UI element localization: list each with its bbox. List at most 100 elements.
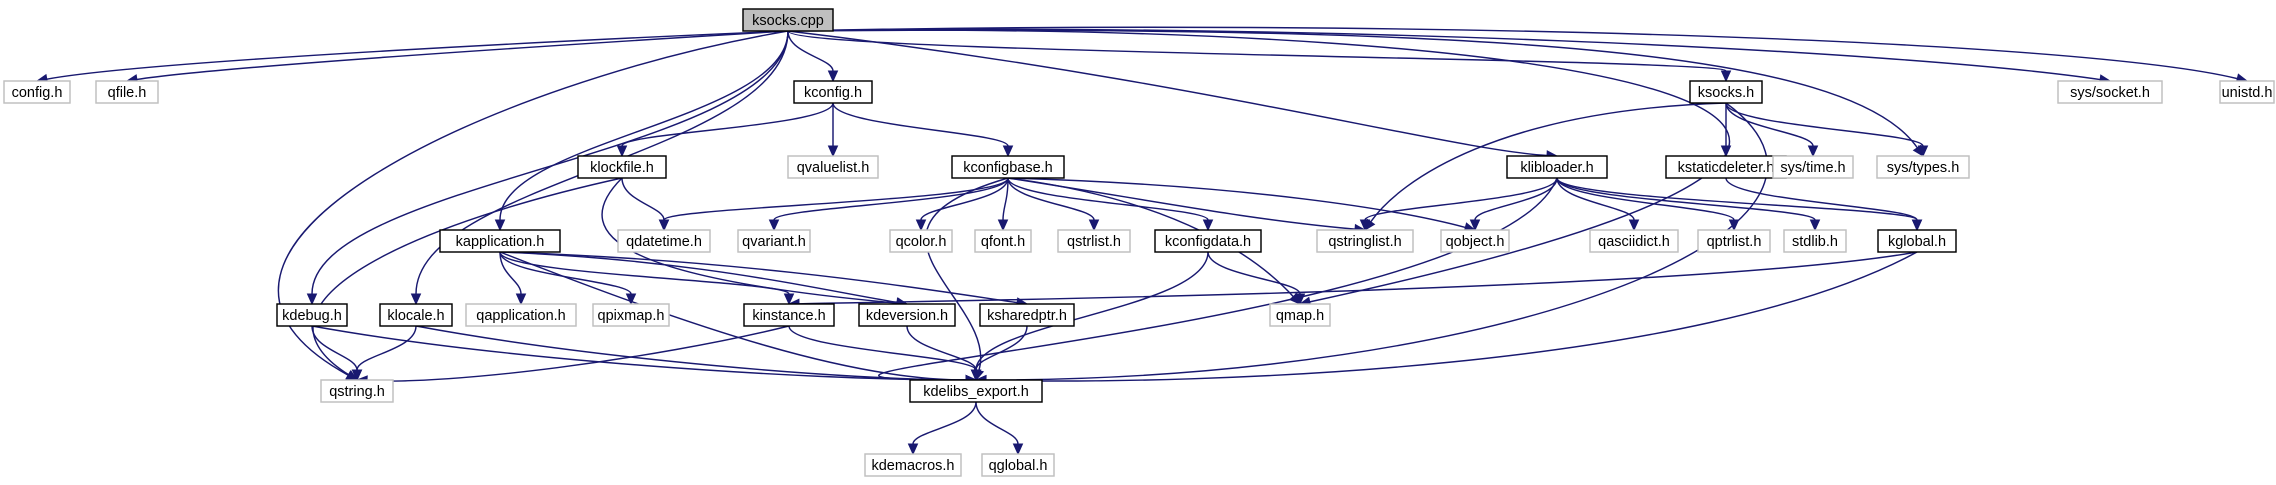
edge-kglobal_h-to-kinstance_h [798, 251, 1918, 305]
node-kinstance-h[interactable]: kinstance.h [743, 303, 835, 327]
node-box [1589, 229, 1679, 253]
node-qfile-h: qfile.h [95, 80, 159, 104]
node-kstaticdeleter-h[interactable]: kstaticdeleter.h [1665, 155, 1787, 179]
node-qglobal-h: qglobal.h [981, 453, 1055, 477]
edge-kdebug_h-to-kdelibs_export_h [311, 325, 967, 381]
edge-klibloader_h-to-stdlib_h [1556, 177, 1816, 221]
node-label: ksharedptr.h [987, 308, 1067, 324]
edge-ksocks_cpp-to-sys_socket_h [787, 28, 2101, 81]
arrowhead-kstaticdeleter_h-to-kglobal_h [1911, 219, 1923, 232]
node-label: qstrlist.h [1067, 234, 1121, 250]
node-qstringlist-h: qstringlist.h [1316, 229, 1414, 253]
node-label: sys/socket.h [2070, 85, 2150, 101]
arrowhead-klibloader_h-to-qstringlist_h [1359, 219, 1371, 232]
node-qvaluelist-h: qvaluelist.h [787, 155, 879, 179]
node-box [2057, 80, 2163, 104]
edge-kconfigbase_h-to-qobject_h [1007, 177, 1466, 229]
node-kdelibs-export-h[interactable]: kdelibs_export.h [909, 379, 1043, 403]
node-sys-types-h: sys/types.h [1876, 155, 1970, 179]
edge-kinstance_h-to-qstring_h [366, 325, 790, 382]
arrowhead-kconfigbase_h-to-qfont_h [997, 219, 1009, 232]
node-qobject-h: qobject.h [1440, 229, 1510, 253]
edge-klibloader_h-to-qstringlist_h [1364, 177, 1558, 221]
node-klibloader-h[interactable]: klibloader.h [1506, 155, 1608, 179]
edge-kconfigbase_h-to-kconfigdata_h [1007, 177, 1209, 221]
edge-klockfile_h-to-kdeversion_h [601, 177, 898, 304]
edge-ksocks_cpp-to-klibloader_h [787, 30, 1548, 157]
node-label: qglobal.h [989, 458, 1048, 474]
node-box [1697, 229, 1771, 253]
node-label: kconfigdata.h [1165, 234, 1251, 250]
node-klockfile-h[interactable]: klockfile.h [577, 155, 667, 179]
node-qstrlist-h: qstrlist.h [1057, 229, 1131, 253]
node-qapplication-h: qapplication.h [465, 303, 577, 327]
arrowhead-kapplication_h-to-kinstance_h [783, 293, 795, 306]
node-kconfigdata-h[interactable]: kconfigdata.h [1154, 229, 1262, 253]
node-kdemacros-h: kdemacros.h [864, 453, 962, 477]
node-label: qdatetime.h [626, 234, 702, 250]
edge-ksharedptr_h-to-kdelibs_export_h [975, 325, 1028, 371]
node-label: klibloader.h [1520, 160, 1593, 176]
edge-kdelibs_export_h-to-kdemacros_h [912, 401, 977, 445]
edge-ksocks_h-to-qstringlist_h [1370, 102, 1727, 223]
arrowhead-kconfigbase_h-to-qdatetime_h [658, 219, 670, 232]
node-kconfig-h[interactable]: kconfig.h [793, 80, 873, 104]
node-box [276, 303, 348, 327]
node-box [889, 229, 953, 253]
edge-kconfigbase_h-to-qfont_h [1002, 177, 1009, 221]
edge-ksocks_cpp-to-config_h [46, 30, 789, 80]
node-box [1783, 229, 1847, 253]
arrowhead-kconfigbase_h-to-qstrlist_h [1088, 219, 1100, 232]
edge-kconfigdata_h-to-kdelibs_export_h [975, 251, 1209, 371]
node-box [743, 303, 835, 327]
edge-kdelibs_export_h-to-qglobal_h [975, 401, 1019, 445]
node-label: kapplication.h [456, 234, 545, 250]
node-sys-socket-h: sys/socket.h [2057, 80, 2163, 104]
edge-ksocks_cpp-to-kdebug_h [311, 30, 789, 295]
node-kconfigbase-h[interactable]: kconfigbase.h [951, 155, 1065, 179]
edge-kconfigbase_h-to-qvariant_h [773, 177, 1009, 221]
arrowhead-klibloader_h-to-stdlib_h [1809, 219, 1821, 232]
node-kdebug-h[interactable]: kdebug.h [276, 303, 348, 327]
arrowhead-ksocks_h-to-sys_time_h [1807, 145, 1819, 158]
edge-kconfigdata_h-to-qmap_h [1207, 251, 1301, 295]
arrowhead-ksocks_h-to-kstaticdeleter_h [1720, 145, 1732, 158]
node-box [320, 379, 394, 403]
node-kapplication-h[interactable]: kapplication.h [439, 229, 561, 253]
node-box [1506, 155, 1608, 179]
edge-kconfig_h-to-kconfigbase_h [832, 102, 1009, 147]
node-stdlib-h: stdlib.h [1783, 229, 1847, 253]
node-ksocks-cpp[interactable]: ksocks.cpp [742, 8, 834, 32]
node-label: qfile.h [108, 85, 147, 101]
node-kdeversion-h[interactable]: kdeversion.h [858, 303, 956, 327]
node-label: kconfig.h [804, 85, 862, 101]
node-label: config.h [12, 85, 63, 101]
node-kglobal-h[interactable]: kglobal.h [1877, 229, 1957, 253]
node-label: kglobal.h [1888, 234, 1946, 250]
node-qfont-h: qfont.h [974, 229, 1032, 253]
node-label: kstaticdeleter.h [1678, 160, 1775, 176]
node-box [577, 155, 667, 179]
edge-kapplication_h-to-kdeversion_h [499, 251, 898, 304]
node-box [95, 80, 159, 104]
node-ksocks-h[interactable]: ksocks.h [1689, 80, 1763, 104]
node-qpixmap-h: qpixmap.h [592, 303, 670, 327]
arrowhead-kconfigbase_h-to-kconfigdata_h [1202, 219, 1214, 232]
edge-klocale_h-to-kdelibs_export_h [415, 325, 967, 381]
node-box [379, 303, 453, 327]
arrowhead-kconfig_h-to-klockfile_h [616, 145, 628, 158]
arrowhead-kdelibs_export_h-to-kdemacros_h [907, 443, 919, 456]
arrowhead-ksocks_cpp-to-kapplication_h [494, 219, 506, 232]
edge-kconfigbase_h-to-qcolor_h [920, 177, 1009, 221]
node-ksharedptr-h[interactable]: ksharedptr.h [979, 303, 1075, 327]
node-box [1154, 229, 1262, 253]
arrowhead-klocale_h-to-qstring_h [351, 369, 363, 382]
node-klocale-h[interactable]: klocale.h [379, 303, 453, 327]
node-label: unistd.h [2222, 85, 2273, 101]
arrowhead-klibloader_h-to-qptrlist_h [1728, 219, 1740, 232]
arrowhead-ksharedptr_h-to-kdelibs_export_h [970, 369, 982, 382]
node-label: kdeversion.h [866, 308, 948, 324]
arrowhead-kapplication_h-to-qpixmap_h [625, 293, 637, 306]
edge-kdeversion_h-to-kdelibs_export_h [906, 325, 977, 371]
